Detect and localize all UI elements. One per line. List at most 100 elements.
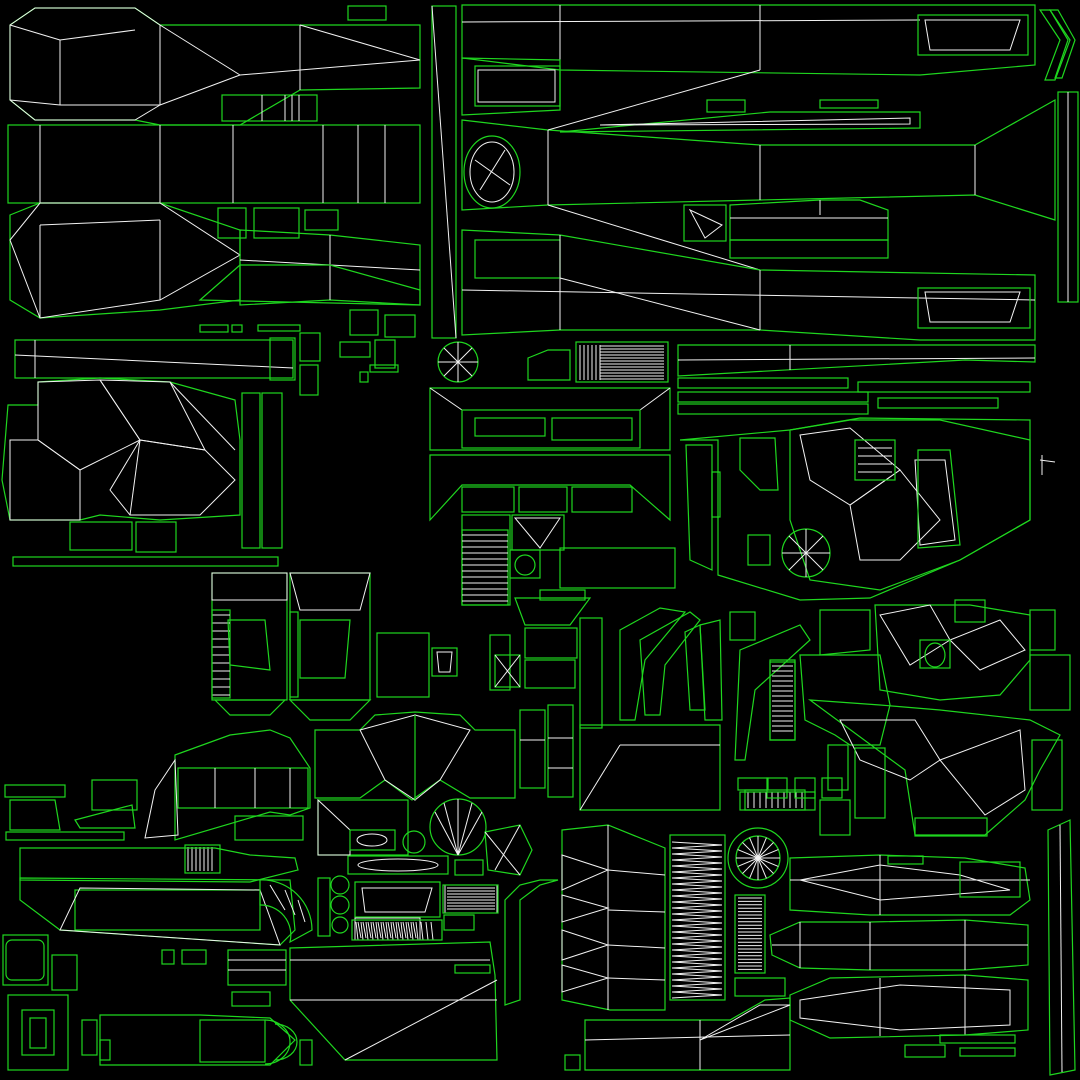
uv-island-row2-right-strips: [677, 344, 1036, 415]
hatch-line: [395, 921, 399, 941]
hatch-line: [671, 850, 723, 855]
hatch-line: [671, 943, 723, 948]
hatch-frame: [184, 844, 221, 874]
hatch-line: [671, 937, 723, 942]
hatch-line: [671, 913, 723, 918]
hatch-line: [671, 946, 723, 951]
hatch-line: [385, 921, 389, 941]
hatch-line: [382, 921, 387, 939]
hatch-line: [671, 985, 723, 990]
hatch-line: [757, 837, 767, 859]
hatch-line: [757, 857, 767, 879]
hatch-line: [380, 921, 384, 941]
hatch-line: [757, 842, 774, 859]
hatch-line: [430, 921, 434, 941]
hatch-line: [390, 921, 394, 941]
hatch-line: [671, 847, 723, 852]
uv-island-row2-left: [14, 332, 669, 396]
hatch-line: [671, 862, 723, 867]
hatch-line: [407, 921, 412, 939]
uv-island-lower-center-shell: [314, 704, 574, 802]
hatch-line: [355, 921, 359, 941]
hatch-line: [671, 904, 723, 909]
hatch-line: [671, 877, 723, 882]
hatch-line: [671, 925, 723, 930]
hatch-line: [362, 921, 367, 939]
hatch-line: [671, 880, 723, 885]
hatch-line: [671, 856, 723, 861]
uv-island-mid-curves: [579, 607, 811, 811]
hatch-line: [671, 898, 723, 903]
uv-island-bottom-left-deck: [19, 847, 350, 946]
hatch-line: [405, 921, 409, 941]
hatch-line: [410, 921, 414, 941]
hatch-line: [671, 976, 723, 981]
hatch-line: [671, 907, 723, 912]
hatch-line: [671, 874, 723, 879]
hatch-line: [671, 949, 723, 954]
hatch-line: [671, 931, 723, 936]
hatch-line: [425, 921, 429, 941]
hatch-line: [671, 916, 723, 921]
hatch-line: [415, 921, 419, 941]
hatch-line: [749, 837, 759, 859]
hatch-line: [671, 889, 723, 894]
uv-island-mid-bottom-misc: [317, 798, 533, 876]
uv-island-rock-cluster-left: [1, 377, 283, 567]
hatch-line: [377, 921, 382, 939]
uv-island-left-lower-hull: [4, 729, 311, 841]
hatch-line: [671, 928, 723, 933]
hatch-line: [671, 991, 723, 996]
hatch-zigzag-column: [669, 834, 726, 1001]
uv-island-bottom-wedges: [564, 997, 1016, 1071]
uv-island-bottom-center-parts: [161, 879, 559, 1061]
uv-island-small-grid-right: [737, 744, 886, 836]
hatch-line: [420, 921, 424, 941]
hatch-line: [671, 901, 723, 906]
hatch-line: [671, 895, 723, 900]
hatch-line: [402, 921, 407, 939]
hatch-line: [397, 921, 402, 939]
hatch-frame: [669, 834, 726, 1001]
hatch-line: [671, 952, 723, 957]
hatch-line: [757, 857, 779, 867]
hatch-line: [372, 921, 377, 939]
hatch-line: [671, 964, 723, 969]
hatch-barcode: [738, 897, 762, 970]
hatch-line: [742, 857, 759, 874]
hatch-line: [671, 853, 723, 858]
hatch-line: [737, 857, 759, 867]
hatch-frame: [461, 529, 509, 606]
hatch-line: [671, 892, 723, 897]
hatch-line: [671, 886, 723, 891]
hatch-line: [357, 921, 362, 939]
hatch-line: [392, 921, 397, 939]
hatch-line: [749, 857, 759, 879]
hatch-line: [412, 921, 417, 939]
hatch-line: [671, 859, 723, 864]
uv-island-mid-left-drawers: [211, 572, 592, 721]
uv-island-top-left-shell: [7, 7, 421, 319]
hatch-line: [370, 921, 374, 941]
hatch-line: [671, 919, 723, 924]
hatch-line: [671, 970, 723, 975]
hatch-line: [360, 921, 364, 941]
uv-island-vertical-strip: [431, 5, 457, 339]
hatch-line: [375, 921, 379, 941]
hatch-line: [671, 988, 723, 993]
hatch-line: [671, 979, 723, 984]
uv-island-bottom-left-corner: [2, 934, 313, 1071]
uv-island-small-parts-top: [199, 5, 416, 338]
uv-island-bottom-right-fuselage: [769, 819, 1076, 1076]
uv-island-right-vent-panel: [679, 417, 1056, 601]
uv-island-bottom-triangles: [561, 824, 666, 1011]
hatch-line: [365, 921, 369, 941]
hatch-line: [671, 958, 723, 963]
hatch-line: [671, 883, 723, 888]
hatch-panel-top: [579, 345, 664, 380]
hatch-line: [671, 940, 723, 945]
hatch-line: [671, 871, 723, 876]
hatch-line: [671, 922, 723, 927]
